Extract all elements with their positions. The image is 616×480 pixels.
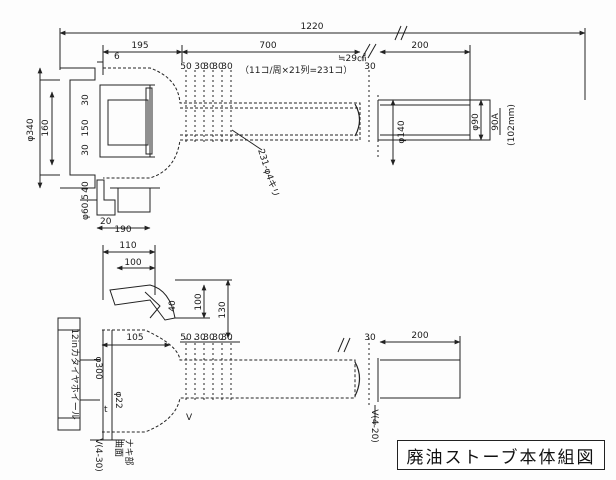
perforation-columns-side [185, 338, 370, 405]
label-50: 50 [180, 62, 192, 72]
label-vtag1: V(4-30) [93, 438, 103, 472]
side-view [57, 245, 461, 441]
label-phi300: φ300 [93, 356, 103, 379]
label-30e-side: 30 [364, 333, 376, 343]
body-outline-top [103, 67, 361, 179]
label-30b: 30 [203, 62, 215, 72]
label-30c: 30 [212, 62, 224, 72]
label-100b: 100 [194, 293, 204, 310]
label-105: 105 [126, 333, 143, 343]
label-40: 40 [81, 181, 91, 193]
top-view-labels: 1220 195 6 700 200 ≒29㎠ 50 30 30 30 30 3… [26, 22, 517, 235]
label-30-l1: 30 [81, 94, 91, 106]
label-30c-side: 30 [212, 333, 224, 343]
label-160: 160 [41, 119, 51, 136]
label-30-l2: 30 [81, 144, 91, 156]
drawing-title: 廃油ストーブ本体組図 [397, 440, 605, 470]
label-195: 195 [131, 41, 148, 51]
break-mark-top [361, 43, 377, 59]
label-phi22: φ22 [113, 391, 123, 408]
label-holes-note: （11コ/周×21列=231コ） [240, 64, 352, 76]
side-view-labels: 110 100 40 100 130 105 50 30 30 30 30 30… [69, 241, 429, 472]
hood [109, 284, 176, 321]
label-190: 190 [114, 225, 131, 235]
burner-frame [99, 84, 151, 158]
body-side [102, 329, 356, 433]
label-700: 700 [259, 41, 276, 51]
label-102mm: (102mm) [507, 104, 517, 146]
label-50-side: 50 [180, 333, 192, 343]
label-overall: 1220 [301, 22, 324, 32]
label-vtag2: V(4-20) [369, 409, 379, 443]
label-30d-side: 30 [221, 333, 233, 343]
label-30a-side: 30 [194, 333, 206, 343]
label-phi90: φ90 [471, 113, 481, 131]
label-90a: 90A [491, 112, 501, 130]
label-drill: 231-φ4キリ [255, 148, 280, 199]
label-t: t [104, 405, 108, 415]
label-phi60-5: φ60.5 [81, 194, 91, 220]
label-100a: 100 [124, 258, 141, 268]
wheel-side [57, 317, 81, 431]
label-6: 6 [114, 52, 120, 62]
label-30a: 30 [194, 62, 206, 72]
label-130: 130 [218, 301, 228, 318]
label-vmark: V [186, 413, 193, 423]
label-110: 110 [119, 241, 136, 251]
outlet-pipe-top [378, 99, 471, 141]
label-30b-side: 30 [203, 333, 215, 343]
label-200: 200 [411, 41, 428, 51]
label-30d: 30 [221, 62, 233, 72]
label-area: ≒29㎠ [338, 53, 366, 64]
top-view [37, 25, 586, 231]
label-200-side: 200 [411, 331, 428, 341]
wheel-outline-top [60, 67, 96, 189]
label-bottom-note2: 曲面 [113, 439, 124, 457]
label-30e: 30 [364, 62, 376, 72]
label-40-side: 40 [168, 300, 178, 312]
label-phi340: φ340 [26, 118, 36, 141]
label-bottom-note: ナキ部 [123, 438, 135, 465]
label-150: 150 [81, 119, 91, 136]
perforation-columns-top [185, 70, 379, 160]
stand-top [96, 179, 116, 216]
label-20: 20 [100, 217, 112, 227]
label-phi140: φ140 [397, 120, 407, 143]
label-wheel: 12inカタイヤホイール [69, 328, 80, 419]
